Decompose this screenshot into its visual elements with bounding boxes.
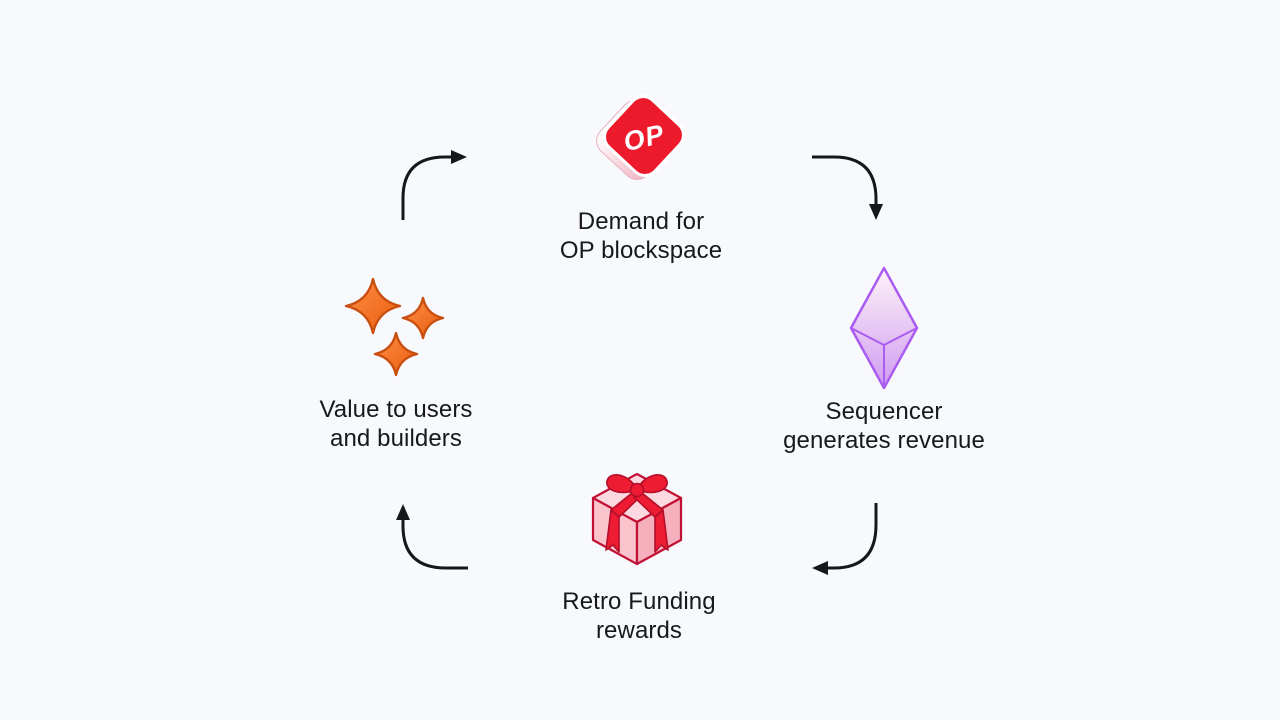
label-line: rewards [595, 617, 683, 644]
label-line: and builders [330, 425, 462, 452]
label-line: Retro Funding [562, 588, 716, 615]
node-sequencer-label: Sequencer generates revenue [734, 397, 1034, 455]
label-line: OP blockspace [559, 237, 723, 264]
eth-crystal-icon [849, 266, 919, 390]
arrow-value-to-demand-icon [401, 150, 467, 220]
node-demand-label: Demand for OP blockspace [491, 207, 791, 265]
arrow-demand-to-sequencer-icon [812, 155, 883, 220]
gift-icon [591, 472, 683, 566]
arrow-retro-to-value-icon [396, 504, 468, 570]
node-retro-funding-label: Retro Funding rewards [489, 587, 789, 645]
arrow-sequencer-to-retro-icon [812, 503, 878, 575]
label-line: Sequencer [825, 398, 943, 425]
label-line: Demand for [577, 208, 705, 235]
label-line: Value to users [319, 396, 473, 423]
label-line: generates revenue [783, 427, 985, 454]
sparkles-icon [344, 277, 445, 377]
node-value-label: Value to users and builders [246, 395, 546, 453]
op-token-icon: OP [596, 95, 685, 180]
